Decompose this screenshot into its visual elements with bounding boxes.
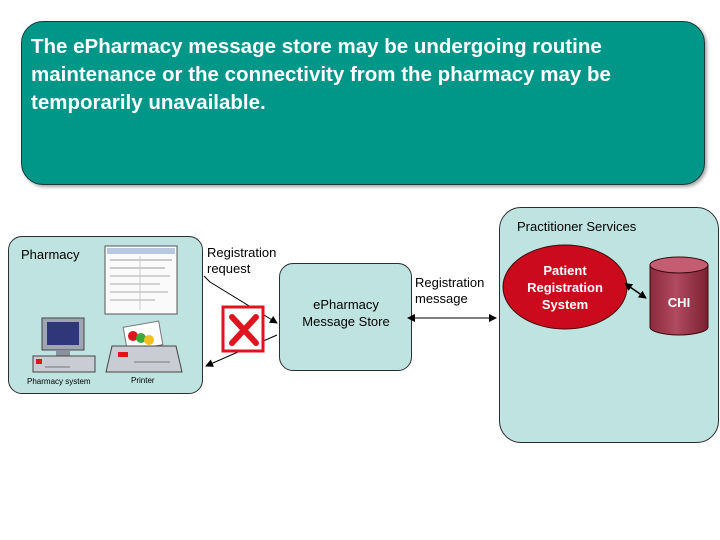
chi-database-icon xyxy=(649,256,709,336)
prs-chi-arrow xyxy=(624,283,647,299)
error-x-icon xyxy=(221,305,265,353)
store-label: ePharmacy Message Store xyxy=(302,297,390,329)
pharmacy-computer-icon xyxy=(32,317,96,373)
pharmacy-label: Pharmacy xyxy=(21,247,80,262)
banner-text: The ePharmacy message store may be under… xyxy=(31,35,611,114)
patient-registration-label: Patient Registration System xyxy=(527,263,603,312)
chi-label: CHI xyxy=(667,295,691,310)
printer-caption: Printer xyxy=(131,376,155,385)
registration-request-label: Registration request xyxy=(207,245,277,276)
screenshot-thumbnail-icon xyxy=(104,245,178,315)
practitioner-services-label: Practitioner Services xyxy=(517,219,637,234)
printer-icon xyxy=(105,320,183,373)
pharmacy-system-caption: Pharmacy system xyxy=(27,377,91,386)
store-region xyxy=(279,263,412,371)
message-banner xyxy=(21,21,705,185)
registration-message-label: Registration message xyxy=(415,275,485,306)
